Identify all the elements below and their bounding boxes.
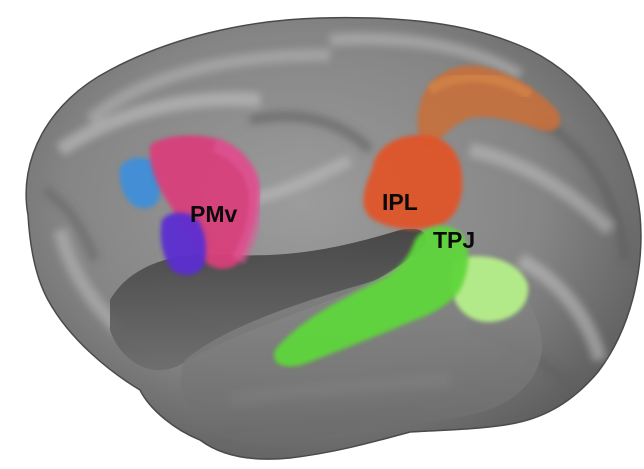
label-ipl: IPL [382,189,418,215]
label-pmv: PMv [190,201,238,227]
label-tpj: TPJ [433,227,475,253]
